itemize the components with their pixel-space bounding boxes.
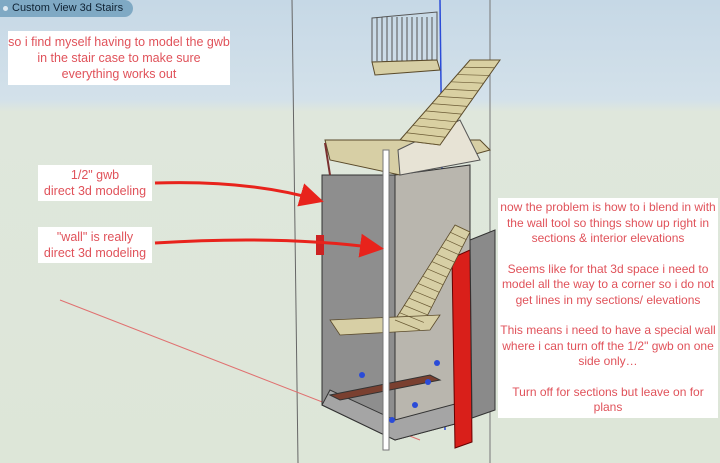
top-landing xyxy=(371,59,441,76)
stair-tread xyxy=(422,275,444,286)
stair-tread xyxy=(438,96,473,99)
view-tab-label: Custom View 3d Stairs xyxy=(12,2,124,14)
wall-arrow xyxy=(154,233,384,258)
note-line: direct 3d modeling xyxy=(43,246,147,260)
red-wall xyxy=(451,249,473,449)
stair-tread xyxy=(413,290,436,301)
tab-dot-icon xyxy=(3,6,8,11)
outer-wall xyxy=(469,229,496,419)
gwb-arrow xyxy=(154,181,324,207)
note-line: 1/2" gwb xyxy=(70,168,120,182)
view-tab[interactable]: Custom View 3d Stairs xyxy=(0,0,134,17)
stair-tread xyxy=(399,139,441,146)
note-paragraph: This means i need to have a special wall… xyxy=(500,323,716,368)
stair-tread xyxy=(404,305,428,316)
note-paragraph: Seems like for that 3d space i need to m… xyxy=(501,261,715,307)
stair-tread xyxy=(450,81,484,84)
stair-tread xyxy=(457,74,490,76)
stair-tread xyxy=(425,110,462,115)
note-line: direct 3d modeling xyxy=(43,184,147,198)
note-wall: "wall" is really direct 3d modeling xyxy=(38,227,152,263)
stair-tread xyxy=(412,125,451,130)
stair-tread xyxy=(431,103,468,107)
note-text: so i find myself having to model the gwb… xyxy=(8,35,230,81)
stair-tread xyxy=(417,283,440,293)
lower-treads xyxy=(394,224,471,331)
stair-tread xyxy=(408,297,432,308)
column xyxy=(382,149,390,451)
stair-tread xyxy=(441,246,459,255)
stair-tread xyxy=(445,239,463,248)
axis-line xyxy=(291,0,299,463)
stair-tread xyxy=(419,117,457,123)
note-line: "wall" is really xyxy=(56,230,134,244)
stair-tread xyxy=(394,319,421,331)
stair-tread xyxy=(450,231,467,240)
note-top: so i find myself having to model the gwb… xyxy=(8,31,230,85)
upper-treads xyxy=(399,59,500,146)
note-paragraph: Turn off for sections but leave on for p… xyxy=(512,384,704,415)
stair-tread xyxy=(436,253,455,263)
landing-edge xyxy=(324,142,331,176)
stair-tread xyxy=(427,268,448,278)
snap-points xyxy=(359,360,440,423)
note-right: now the problem is how to i blend in wit… xyxy=(498,198,718,418)
stair-tread xyxy=(399,312,424,323)
note-gwb: 1/2" gwb direct 3d modeling xyxy=(38,165,152,201)
stair-tread xyxy=(444,88,479,92)
railing-balusters xyxy=(376,17,433,61)
stair-tread xyxy=(454,224,471,233)
wall-marker xyxy=(316,235,324,255)
note-paragraph: now the problem is how to i blend in wit… xyxy=(500,200,716,245)
stair-tread xyxy=(431,261,451,271)
stair-tread xyxy=(406,132,446,138)
